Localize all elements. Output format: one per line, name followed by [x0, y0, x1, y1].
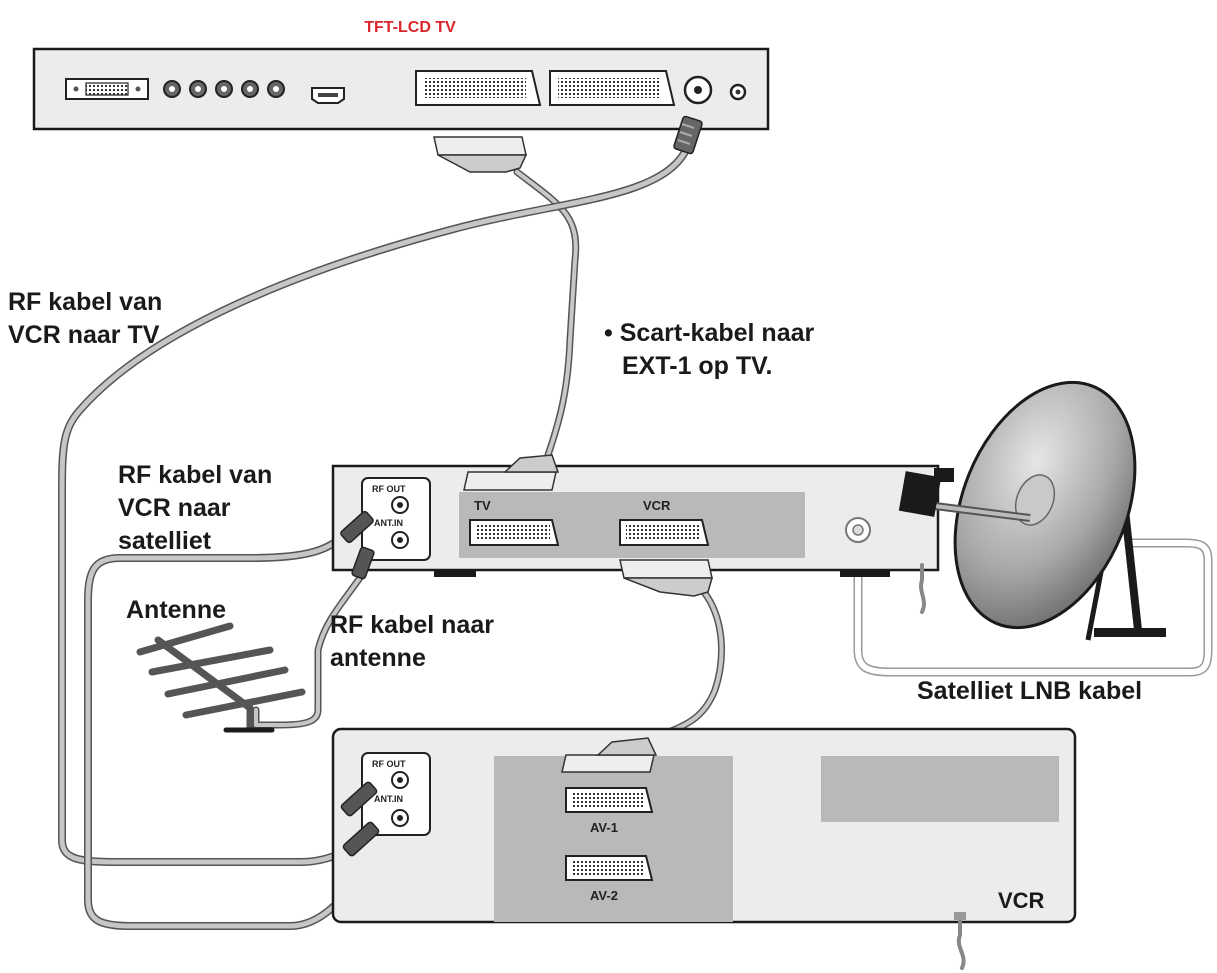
rf-cable-vcr-tv: [58, 146, 690, 866]
vcr-rf-out-label: RF OUT: [372, 759, 406, 769]
vga-port-icon: [65, 78, 149, 100]
coax-plug-vcr: [340, 781, 380, 857]
power-cord-icon: [919, 563, 926, 614]
vcr-name: VCR: [998, 888, 1045, 913]
rf-cable-antenna: [252, 568, 368, 729]
power-cord-icon: [956, 913, 966, 970]
label-antenne: Antenne: [126, 596, 226, 624]
rf-cable-vcr-satellite: [84, 526, 372, 930]
scart-plug-tv: [433, 136, 528, 173]
vcr-device: RF OUT ANT.IN AV-1 AV-2 VCR: [331, 727, 1077, 970]
satellite-receiver: RF OUT ANT.IN TV VCR: [331, 454, 940, 614]
receiver-scart-tv-label: TV: [474, 498, 491, 513]
vcr-av2-label: AV-2: [590, 888, 618, 903]
antenna-icon: [136, 622, 306, 733]
receiver-scart-vcr-label: VCR: [643, 498, 671, 513]
vcr-av1-label: AV-1: [590, 820, 618, 835]
rca-jack-icon: [163, 80, 285, 98]
receiver-rf-out-label: RF OUT: [372, 484, 406, 494]
label-rf-antenne: RF kabel naar antenne: [330, 611, 501, 672]
scart-plug-receiver-tv: [463, 454, 560, 491]
label-rf-vcr-satellite: RF kabel van VCR naar satelliet: [118, 461, 279, 555]
scart-connector-icon: [565, 787, 654, 881]
coax-plug-tv: [673, 115, 703, 155]
satellite-dish-icon: [898, 380, 1166, 641]
coax-connector-icon: [845, 517, 871, 543]
receiver-ant-in-label: ANT.IN: [374, 518, 403, 528]
scart-connector-icon: [469, 519, 710, 546]
lnb-cable: [853, 530, 1213, 677]
scart-cable-tv-receiver: [513, 168, 580, 459]
cables: [58, 146, 1213, 930]
label-scart: • Scart-kabel naar EXT-1 op TV.: [604, 319, 821, 380]
labels: RF kabel van VCR naar TV • Scart-kabel n…: [8, 288, 1142, 705]
tv-title: TFT-LCD TV: [364, 19, 456, 36]
vcr-ant-in-label: ANT.IN: [374, 794, 403, 804]
scart-plug-receiver-vcr: [619, 559, 713, 597]
vcr-display-panel: [821, 756, 1059, 822]
tv-device: TFT-LCD TV: [32, 19, 770, 173]
scart-connector-icon: [415, 70, 676, 106]
scart-plug-vcr-av1: [561, 737, 658, 773]
label-lnb: Satelliet LNB kabel: [917, 677, 1142, 705]
hdmi-port-icon: [311, 87, 345, 104]
coax-connector-icon: [683, 75, 747, 105]
label-rf-vcr-tv: RF kabel van VCR naar TV: [8, 288, 169, 349]
vcr-av-panel: [494, 756, 733, 922]
coax-plug-receiver: [340, 510, 375, 580]
